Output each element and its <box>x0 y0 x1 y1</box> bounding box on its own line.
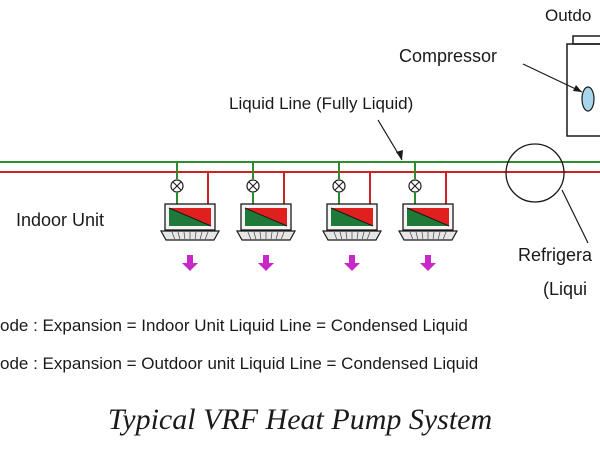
refrigerant-label: Refrigera <box>518 245 593 265</box>
refrigerant-pointer <box>561 189 589 244</box>
indoor-unit-coil-divider <box>406 207 450 227</box>
airflow-arrow-icon <box>182 263 198 271</box>
indoor-unit-grille-slat <box>270 231 273 240</box>
indoor-unit-grille-slat <box>275 231 279 240</box>
indoor-unit-grille-slat <box>177 231 181 240</box>
compressor-pointer-arrowhead <box>573 85 582 92</box>
indoor-unit-grille-slat <box>204 231 209 240</box>
vrf-system-diagram <box>0 35 600 271</box>
airflow-arrow-shaft <box>187 255 193 263</box>
liquid-line-pointer-arrowhead <box>396 150 403 160</box>
indoor-unit-grille-slat <box>361 231 365 240</box>
indoor-unit-grille-slat <box>437 231 441 240</box>
indoor-unit-coil-divider <box>244 207 288 227</box>
indoor-unit-grille-slat <box>194 231 197 240</box>
outdoor-unit-top <box>572 35 600 45</box>
indoor-unit-grille-slat <box>345 231 348 240</box>
indoor-unit-coil-divider <box>330 207 374 227</box>
diagram-caption: Typical VRF Heat Pump System <box>107 403 493 436</box>
indoor-unit-grille-slat <box>171 231 176 240</box>
indoor-unit-grille-slat <box>339 231 343 240</box>
airflow-arrow-shaft <box>349 255 355 263</box>
indoor-unit-grille-slat <box>183 231 186 240</box>
expansion-valve-cross <box>410 181 420 191</box>
indoor-unit-grille-slat <box>280 231 285 240</box>
refrigerant-highlight-circle <box>505 143 565 203</box>
compressor-pointer <box>522 63 583 93</box>
indoor-unit-grille-slat <box>333 231 338 240</box>
outdoor-unit-label: Outdo <box>545 6 592 25</box>
expansion-valve-cross <box>334 181 344 191</box>
indoor-unit-grille-slat <box>442 231 447 240</box>
indoor-unit-grille-slat <box>409 231 414 240</box>
airflow-arrow-icon <box>344 263 360 271</box>
indoor-unit-grille-slat <box>253 231 257 240</box>
expansion-valve-cross <box>172 181 182 191</box>
airflow-arrow-shaft <box>263 255 269 263</box>
indoor-unit-grille-slat <box>415 231 419 240</box>
airflow-arrow-shaft <box>425 255 431 263</box>
indoor-unit-grille-slat <box>259 231 262 240</box>
compressor-shape <box>581 86 595 112</box>
indoor-unit-grille-slat <box>432 231 435 240</box>
refrigerant-sublabel: (Liqui <box>543 279 588 299</box>
airflow-arrow-icon <box>258 263 274 271</box>
mode-line-2: ode : Expansion = Outdoor unit Liquid Li… <box>0 354 479 373</box>
indoor-unit-grille-slat <box>356 231 359 240</box>
indoor-unit-grille-slat <box>247 231 252 240</box>
indoor-units-group <box>159 162 459 271</box>
indoor-unit-coil-divider <box>168 207 212 227</box>
compressor-label: Compressor <box>399 46 498 66</box>
indoor-unit-grille-slat <box>199 231 203 240</box>
expansion-valve-cross <box>248 181 258 191</box>
indoor-unit-grille-slat <box>421 231 424 240</box>
liquid-line-label: Liquid Line (Fully Liquid) <box>229 94 414 113</box>
airflow-arrow-icon <box>420 263 436 271</box>
indoor-unit-label: Indoor Unit <box>16 210 105 230</box>
indoor-unit-grille-slat <box>366 231 371 240</box>
mode-line-1: ode : Expansion = Indoor Unit Liquid Lin… <box>0 316 468 335</box>
